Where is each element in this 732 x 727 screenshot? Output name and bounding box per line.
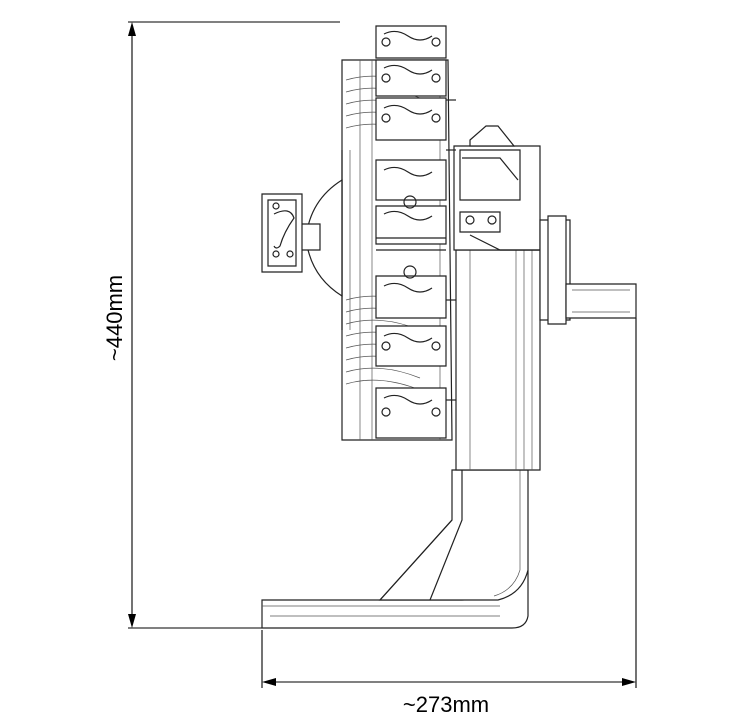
height-dimension: ~440mm <box>102 21 340 629</box>
engine-stand <box>261 125 541 629</box>
propeller-hub <box>261 193 321 273</box>
valve-hardware <box>376 37 456 417</box>
height-dimension-label: ~440mm <box>102 275 127 361</box>
width-dimension-label: ~273mm <box>403 692 489 717</box>
radial-engine <box>305 25 456 441</box>
output-shaft <box>539 215 637 325</box>
width-dimension: ~273mm <box>261 318 637 717</box>
rocker-boxes <box>375 25 447 439</box>
